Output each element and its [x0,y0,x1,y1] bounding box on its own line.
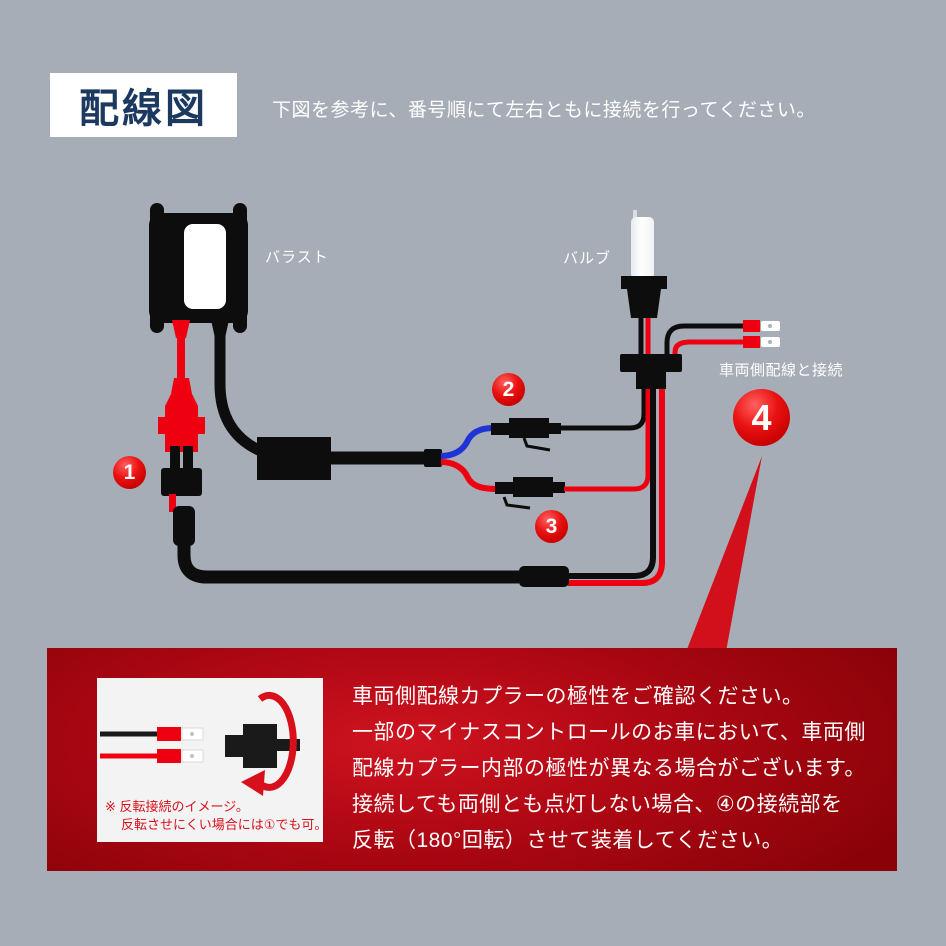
ballast-red-wire [172,320,190,382]
warning-line-2: 一部のマイナスコントロールのお車において、車両側 [352,721,866,744]
rotation-arrow-icon [241,691,297,796]
reverse-connection-illustration [100,691,300,796]
connector2-to-socket-wire [560,389,647,431]
connector-1 [158,378,205,546]
harness-black-wire [568,388,656,579]
spade-terminal-1 [743,320,780,332]
bottom-thick-cable [177,543,519,584]
page-title: 配線図 [79,87,208,131]
bullet-connector-2 [491,418,561,452]
step-3-number: 3 [545,514,558,538]
ballast-unit [149,203,248,333]
reverse-connection-inset: ※ 反転接続のイメージ。 反転させにくい場合には①でも可。 [97,678,327,842]
ballast-label-window [184,224,226,309]
spade-terminal-2 [743,336,780,348]
red-feed-wire [440,459,498,492]
warning-line-3: 配線カプラー内部の極性が異なる場合がございます。 [352,757,866,780]
step-badge-4: 4 [733,389,790,446]
bulb-label: バルブ [563,250,612,267]
polarity-warning-text: 車両側配線カプラーの極性をご確認ください。 一部のマイナスコントロールのお車にお… [352,679,866,859]
ballast-label: バラスト [265,249,329,266]
callout-pointer [684,456,762,657]
terminal-black-wire [664,323,744,354]
hid-bulb [621,210,667,356]
warning-line-5: 反転（180°回転）させて装着してください。 [352,829,784,852]
step-badge-1: 1 [113,456,146,489]
igniter-box [257,437,442,480]
bulb-glass-tube [631,217,654,279]
bulb-socket [620,354,682,389]
warning-line-4: 接続しても両側とも点灯しない場合、④の接続部を [352,793,843,816]
connector3-to-socket-wire [564,389,651,492]
polarity-warning-box: ※ 反転接続のイメージ。 反転させにくい場合には①でも可。 車両側配線カプラーの… [47,648,897,871]
igniter-connector [424,449,442,467]
inset-note-line-1: ※ 反転接続のイメージ。 [105,799,249,814]
section-title-box: 配線図 [50,73,237,137]
warning-line-1: 車両側配線カプラーの極性をご確認ください。 [352,685,804,708]
step-1-number: 1 [123,460,136,484]
blue-feed-wire [440,425,494,459]
step-4-number: 4 [751,396,772,438]
vehicle-side-label: 車両側配線と接続 [719,362,844,379]
harness-red-wire [568,388,665,586]
ballast-black-wire [211,320,266,458]
step-badge-3: 3 [535,510,568,543]
harness-sleeve [519,566,569,587]
bullet-connector-3 [495,477,565,510]
inset-note-line-2: 反転させにくい場合には①でも可。 [121,817,328,832]
page-subtitle: 下図を参考に、番号順にて左右ともに接続を行ってください。 [272,100,816,121]
step-badge-2: 2 [492,373,525,406]
step-2-number: 2 [502,377,515,401]
terminal-red-wire [672,339,744,354]
